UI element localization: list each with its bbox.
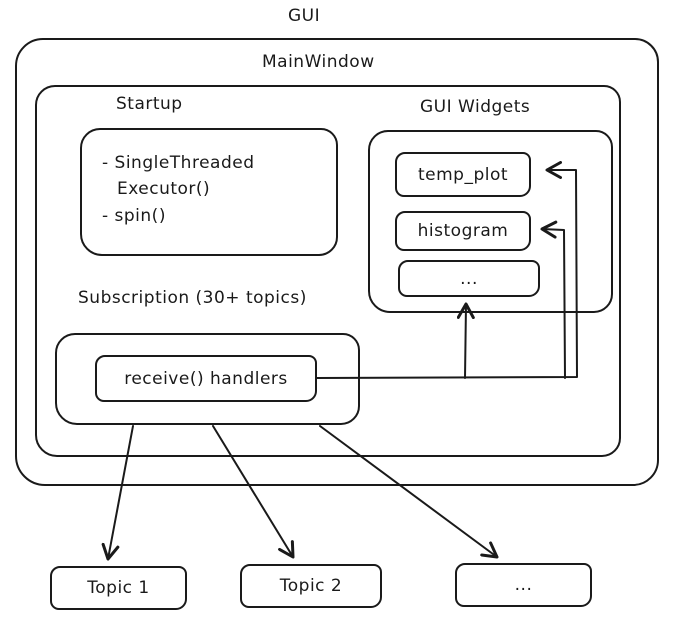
- startup-line-executor: - SingleThreaded: [102, 153, 255, 173]
- startup-lines: - SingleThreaded Executor() - spin(): [102, 150, 255, 229]
- startup-line-spin: - spin(): [102, 205, 166, 226]
- topic-2-label: Topic 2: [279, 576, 343, 596]
- widget-histogram-box: histogram: [395, 211, 531, 251]
- mainwindow-label: MainWindow: [262, 52, 375, 72]
- subscription-box: [55, 333, 360, 425]
- topic-1-label: Topic 1: [87, 578, 150, 598]
- widget-temp-plot-label: temp_plot: [417, 164, 509, 185]
- widget-ellipsis-label: ...: [460, 268, 478, 289]
- topic-ellipsis-label: ...: [514, 575, 533, 595]
- startup-line-executor-cont: Executor(): [117, 179, 211, 200]
- subscription-label: Subscription (30+ topics): [78, 288, 307, 308]
- diagram-title: GUI: [288, 6, 321, 26]
- widget-temp-plot-box: temp_plot: [395, 152, 531, 197]
- gui-widgets-label: GUI Widgets: [420, 97, 531, 117]
- startup-label: Startup: [116, 94, 183, 114]
- topic-2-box: Topic 2: [240, 564, 382, 608]
- receive-handlers-label: receive() handlers: [124, 368, 288, 389]
- topic-ellipsis-box: ...: [455, 563, 592, 607]
- receive-handlers-box: receive() handlers: [95, 355, 317, 402]
- topic-1-box: Topic 1: [50, 566, 187, 610]
- widget-histogram-label: histogram: [417, 221, 509, 241]
- widget-ellipsis-box: ...: [398, 260, 540, 297]
